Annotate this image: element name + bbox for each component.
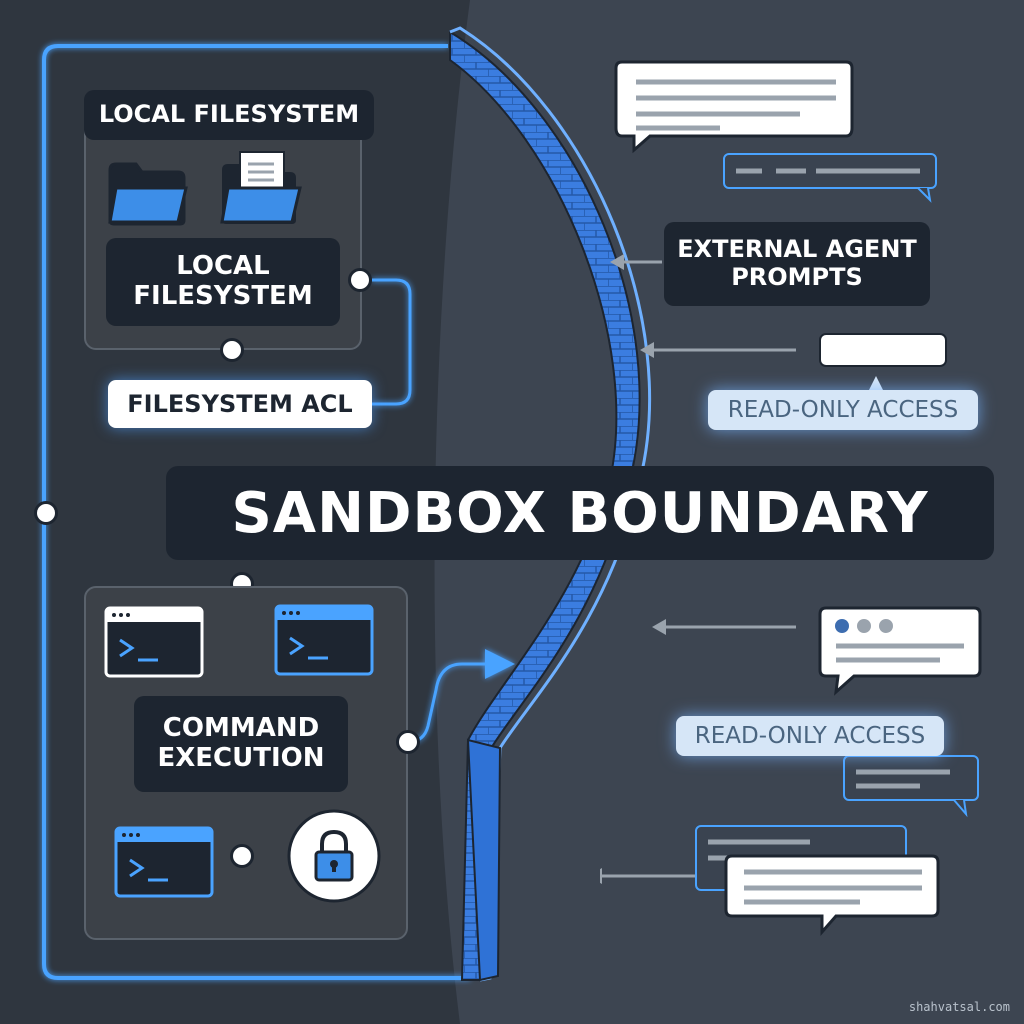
watermark: shahvatsal.com bbox=[908, 1000, 1010, 1014]
external-bubbles bbox=[600, 60, 982, 936]
arrow-left-icon bbox=[610, 254, 624, 270]
read-only-access-label-2: READ-ONLY ACCESS bbox=[676, 716, 944, 756]
arrow-left-icon bbox=[652, 619, 666, 635]
command-execution-label: COMMAND EXECUTION bbox=[134, 696, 348, 792]
speech-bubble-icon bbox=[614, 60, 854, 154]
lock-icon bbox=[287, 809, 381, 903]
read-only-access-label-1: READ-ONLY ACCESS bbox=[708, 390, 978, 430]
filesystem-header-label: LOCAL FILESYSTEM bbox=[84, 90, 374, 140]
speech-bubble-icon bbox=[723, 153, 937, 203]
folder-icon bbox=[108, 162, 188, 226]
boundary-connector-node bbox=[34, 501, 58, 525]
diagram-title: SANDBOX BOUNDARY bbox=[166, 466, 994, 560]
filesystem-connector-node bbox=[348, 268, 372, 292]
local-filesystem-label: LOCAL FILESYSTEM bbox=[106, 238, 340, 326]
speech-bubble-icon bbox=[843, 755, 979, 818]
lock-connector-node bbox=[230, 844, 254, 868]
command-output-node bbox=[396, 730, 420, 754]
arrow-left-icon bbox=[600, 868, 602, 884]
speech-bubble-icon bbox=[818, 606, 982, 696]
sandbox-wall bbox=[449, 26, 652, 982]
terminal-icon bbox=[114, 826, 214, 898]
filesystem-acl-node bbox=[220, 338, 244, 362]
arrow-left-icon bbox=[640, 342, 654, 358]
speech-bubble-icon bbox=[724, 854, 940, 936]
terminal-icon bbox=[274, 604, 374, 676]
document-folder-icon bbox=[220, 151, 302, 224]
filesystem-acl-label: FILESYSTEM ACL bbox=[108, 380, 372, 428]
terminal-icon bbox=[104, 606, 204, 678]
external-agent-prompts-label: EXTERNAL AGENT PROMPTS bbox=[664, 222, 930, 306]
